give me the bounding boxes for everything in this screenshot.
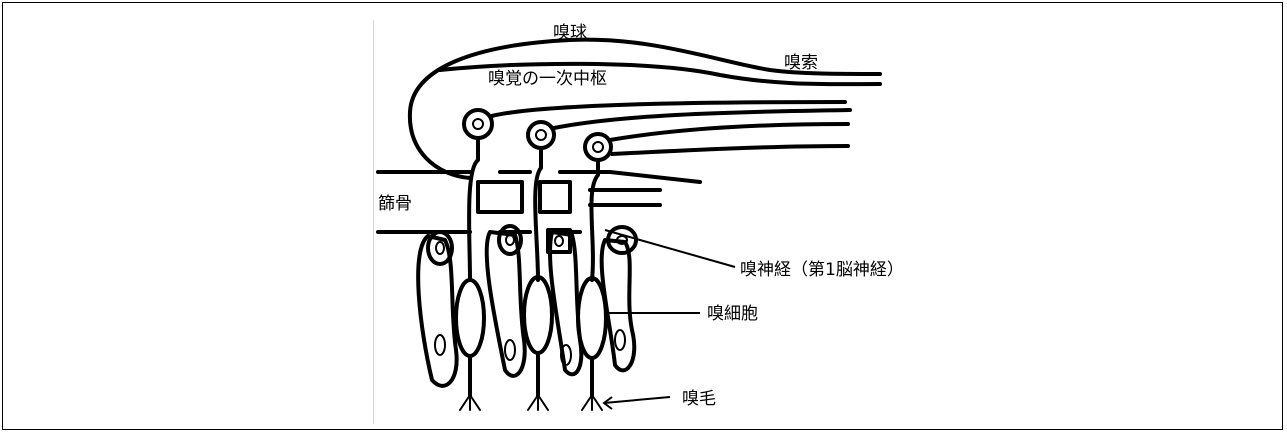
label-olfactory-hair: 嗅毛	[682, 389, 716, 409]
label-primary-olfactory-center: 嗅覚の一次中枢	[488, 69, 607, 89]
tract-fiber-4	[612, 146, 848, 154]
pointer-olfactory-nerve	[605, 230, 735, 267]
ethmoid-foramen-1	[478, 182, 522, 212]
pointer-olfactory-hair	[604, 397, 670, 403]
mitral-cell-1	[464, 110, 492, 138]
label-olfactory-cell: 嗅細胞	[707, 304, 758, 324]
mitral-cell-2	[528, 122, 554, 148]
label-olfactory-nerve: 嗅神経（第1脳神経）	[740, 260, 904, 280]
label-olfactory-bulb: 嗅球	[553, 23, 587, 43]
label-ethmoid-bone: 篩骨	[378, 194, 412, 214]
ethmoid-foramen-2	[540, 182, 570, 212]
label-olfactory-tract: 嗅索	[784, 53, 818, 73]
supporting-cell-4	[602, 240, 635, 370]
mitral-cell-3	[585, 134, 611, 160]
tract-fiber-3	[610, 124, 848, 140]
